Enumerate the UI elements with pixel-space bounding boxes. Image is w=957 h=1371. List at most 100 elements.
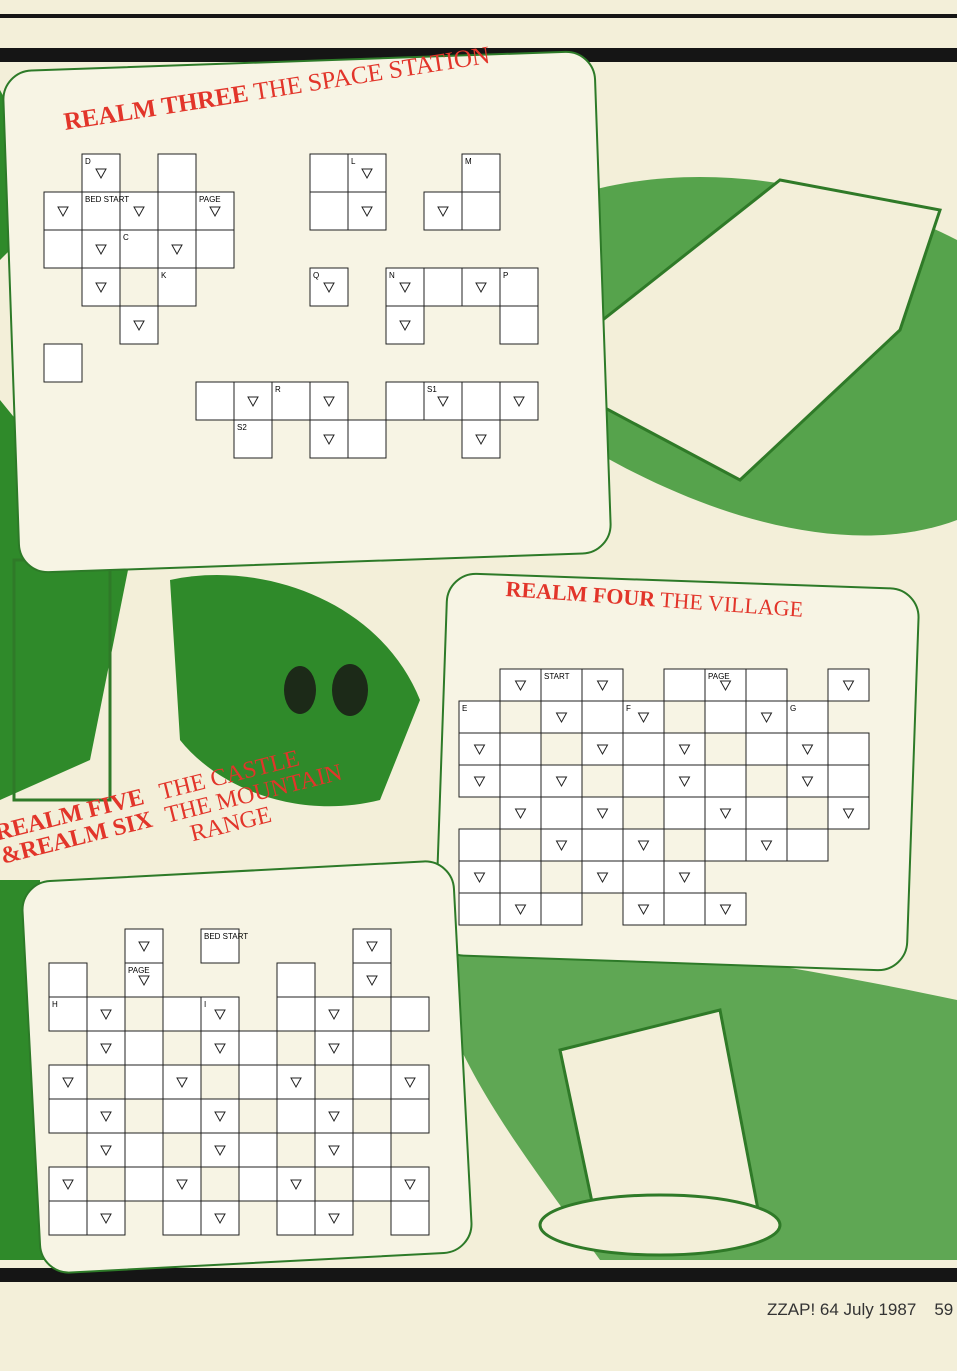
down-arrow-icon [95, 282, 107, 294]
down-arrow-icon [100, 1145, 112, 1157]
map-room [157, 267, 197, 307]
map-room [352, 1166, 392, 1202]
map-room [162, 1064, 202, 1100]
map-room [622, 732, 665, 766]
map-room [745, 828, 788, 862]
map-room [622, 860, 665, 894]
map-marker-label: PAGE [708, 672, 730, 681]
map-room [827, 796, 870, 830]
map-marker-label: PAGE [199, 195, 221, 204]
map-marker-label: S1 [427, 385, 437, 394]
map-marker-label: N [389, 271, 395, 280]
map-room [622, 764, 665, 798]
map-room [581, 668, 624, 702]
map-room [581, 700, 624, 734]
map-room [663, 892, 706, 926]
map-marker-label: BED START [85, 195, 129, 204]
down-arrow-icon [176, 1077, 188, 1089]
map-room [276, 1166, 316, 1202]
map-room [745, 732, 788, 766]
map-room [119, 229, 159, 269]
page-footer: ZZAP! 64 July 1987 59 [767, 1300, 953, 1320]
magazine-issue: ZZAP! 64 July 1987 [767, 1300, 917, 1319]
down-arrow-icon [842, 680, 855, 692]
map-marker-label: D [85, 157, 91, 166]
map-room [390, 1166, 430, 1202]
down-arrow-icon [214, 1145, 226, 1157]
map-room [157, 191, 197, 231]
map-room [458, 860, 501, 894]
down-arrow-icon [437, 206, 449, 218]
map-room [238, 1030, 278, 1066]
map-room [314, 1200, 354, 1236]
page-number: 59 [934, 1300, 954, 1319]
map-room [461, 267, 501, 307]
map-room [48, 1098, 88, 1134]
map-room [663, 764, 706, 798]
map-room [663, 732, 706, 766]
down-arrow-icon [62, 1077, 74, 1089]
map-room [540, 892, 583, 926]
map-room [461, 191, 501, 231]
map-room [663, 860, 706, 894]
map-marker-label: C [123, 233, 129, 242]
down-arrow-icon [437, 396, 449, 408]
down-arrow-icon [100, 1009, 112, 1021]
map-room [499, 732, 542, 766]
down-arrow-icon [290, 1179, 302, 1191]
down-arrow-icon [399, 282, 411, 294]
down-arrow-icon [95, 168, 107, 180]
map-room [827, 732, 870, 766]
map-room [704, 700, 747, 734]
down-arrow-icon [760, 840, 773, 852]
down-arrow-icon [678, 744, 691, 756]
map-room [309, 267, 349, 307]
down-arrow-icon [328, 1213, 340, 1225]
map-room [385, 381, 425, 421]
down-arrow-icon [801, 776, 814, 788]
map-marker-label: START [544, 672, 570, 681]
map-room [458, 732, 501, 766]
down-arrow-icon [719, 808, 732, 820]
down-arrow-icon [133, 206, 145, 218]
map-room [499, 668, 542, 702]
map-room [48, 1200, 88, 1236]
map-room [314, 1132, 354, 1168]
map-room [276, 1200, 316, 1236]
map-marker-label: Q [313, 271, 319, 280]
map-room [352, 1030, 392, 1066]
down-arrow-icon [328, 1043, 340, 1055]
map-room [48, 962, 88, 998]
map-room [704, 892, 747, 926]
map-room [352, 928, 392, 964]
map-room [347, 191, 387, 231]
down-arrow-icon [361, 168, 373, 180]
map-room [48, 1064, 88, 1100]
map-room [162, 1098, 202, 1134]
map-room [48, 996, 88, 1032]
down-arrow-icon [290, 1077, 302, 1089]
map-marker-label: G [790, 704, 796, 713]
map-room [704, 796, 747, 830]
map-room [124, 928, 164, 964]
map-room [461, 381, 501, 421]
map-room [86, 1132, 126, 1168]
map-room [276, 962, 316, 998]
down-arrow-icon [171, 244, 183, 256]
map-marker-label: E [462, 704, 467, 713]
map-room [309, 419, 349, 459]
map-room [663, 796, 706, 830]
map-room [162, 1200, 202, 1236]
down-arrow-icon [62, 1179, 74, 1191]
down-arrow-icon [637, 712, 650, 724]
map-room [162, 996, 202, 1032]
down-arrow-icon [323, 396, 335, 408]
map-room [43, 343, 83, 383]
map-room [499, 381, 539, 421]
map-marker-label: P [503, 271, 508, 280]
map-room [352, 1132, 392, 1168]
down-arrow-icon [247, 396, 259, 408]
down-arrow-icon [596, 680, 609, 692]
map-room [200, 1132, 240, 1168]
map-room [238, 1166, 278, 1202]
